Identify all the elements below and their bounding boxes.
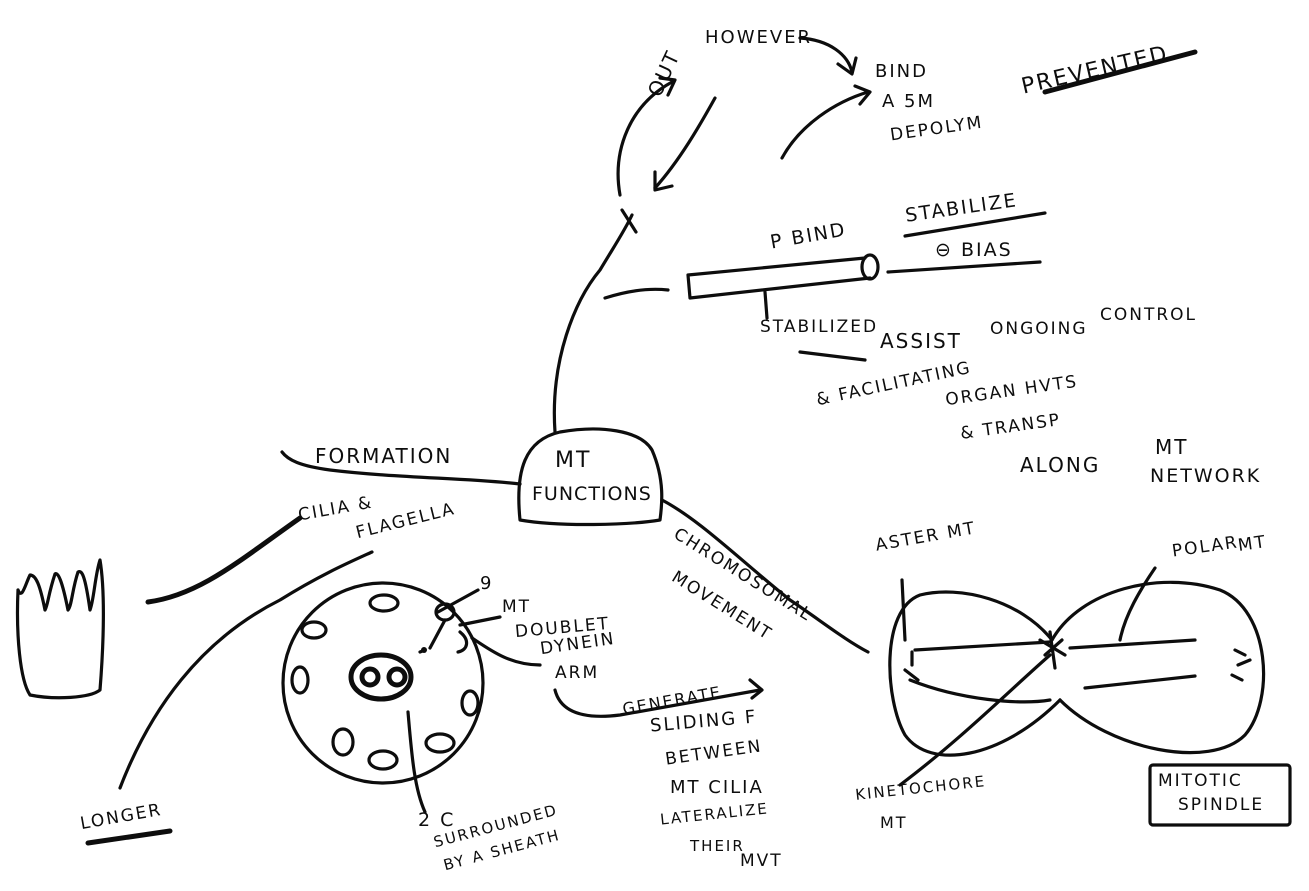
label-control: CONTROL [1100, 305, 1198, 325]
branch-chromosomal [660, 498, 870, 654]
aster-leader [900, 578, 907, 642]
microtubule-rod [686, 256, 872, 300]
longer-underline [85, 828, 173, 846]
rod-drop-line [763, 290, 769, 320]
dynein-dot [421, 647, 427, 653]
center-node-outline [517, 427, 664, 527]
metaphase-plate [1038, 630, 1067, 670]
central-mt [386, 666, 408, 688]
stabilized-underline [798, 350, 867, 362]
doublet [367, 749, 399, 771]
center-label-functions: FUNCTIONS [532, 483, 652, 505]
arrow-down-however [653, 96, 717, 190]
rod-end-cap [860, 253, 880, 281]
cilia-shape [15, 558, 105, 700]
label-mt: MT [1155, 435, 1189, 459]
stabilize-underline [903, 211, 1047, 238]
leader-nine [436, 588, 480, 614]
mitotic-spindle-box [1148, 763, 1292, 827]
branch-formation [280, 450, 522, 486]
doublet [424, 732, 456, 754]
label-their: THEIR [690, 837, 745, 855]
label-formation: FORMATION [315, 444, 453, 468]
label-stabilized: STABILIZED [760, 317, 879, 337]
arrow-however-bind-head [836, 56, 858, 76]
doublet [460, 689, 480, 717]
arrow-down-however-head [653, 170, 674, 192]
branch-cilia [145, 515, 303, 605]
leader-2c [406, 710, 427, 814]
arrow-to-bind [780, 90, 870, 160]
label-alpha-5m: α 5M [882, 91, 936, 112]
label-polar-mt: MT [1236, 532, 1269, 556]
leader-generate [553, 688, 762, 718]
label-along: ALONG [1020, 453, 1101, 477]
arrow-up-out-head [658, 76, 677, 97]
prevented-underline [1042, 49, 1198, 95]
label-mt-doublet-1: MT [502, 597, 532, 617]
label-mvt: MVT [740, 851, 783, 871]
label-bias: ⊖ BIAS [935, 239, 1013, 261]
leader-doublet [458, 615, 502, 627]
leader-dynein [470, 636, 542, 667]
spindle-lines [908, 638, 1197, 704]
doublet [331, 727, 355, 757]
branch-rod [603, 287, 670, 300]
doublet [368, 593, 400, 613]
line-longer [118, 550, 374, 790]
doublet [290, 665, 310, 695]
label-however: HOWEVER [705, 27, 813, 48]
spindle-outline-left [888, 590, 1062, 757]
arrow-up-out [616, 80, 674, 197]
central-mt [359, 666, 381, 688]
polar-leader [1118, 566, 1157, 642]
label-network: NETWORK [1150, 465, 1262, 487]
doublet [300, 620, 328, 640]
branch-up [552, 213, 634, 434]
label-kinetochore-mt: MT [880, 813, 908, 832]
label-spindle: SPINDLE [1178, 795, 1265, 815]
leader-generate-head [748, 678, 764, 700]
spindle-outline-right [1050, 580, 1266, 755]
label-bind: BIND [875, 61, 928, 82]
arrow-however-bind [798, 36, 854, 74]
central-pair-sheath [348, 652, 414, 702]
label-nine: 9 [480, 573, 494, 594]
kinetochore-leader [898, 653, 1052, 787]
axoneme-circle [281, 581, 485, 785]
centrosome-right [1230, 648, 1252, 682]
label-mt-cilia: MT CILIA [670, 777, 764, 798]
center-label-mt: MT [555, 448, 592, 473]
label-mitotic: MITOTIC [1158, 771, 1243, 791]
arrow-to-bind-head [853, 84, 872, 106]
tick-mark [620, 208, 638, 234]
label-arm: ARM [555, 663, 600, 683]
label-ongoing: ONGOING [990, 319, 1088, 339]
label-2c: 2 C [418, 809, 456, 831]
label-assist: ASSIST [880, 329, 962, 353]
centrosome-left [903, 650, 920, 682]
bias-line [886, 260, 1042, 274]
